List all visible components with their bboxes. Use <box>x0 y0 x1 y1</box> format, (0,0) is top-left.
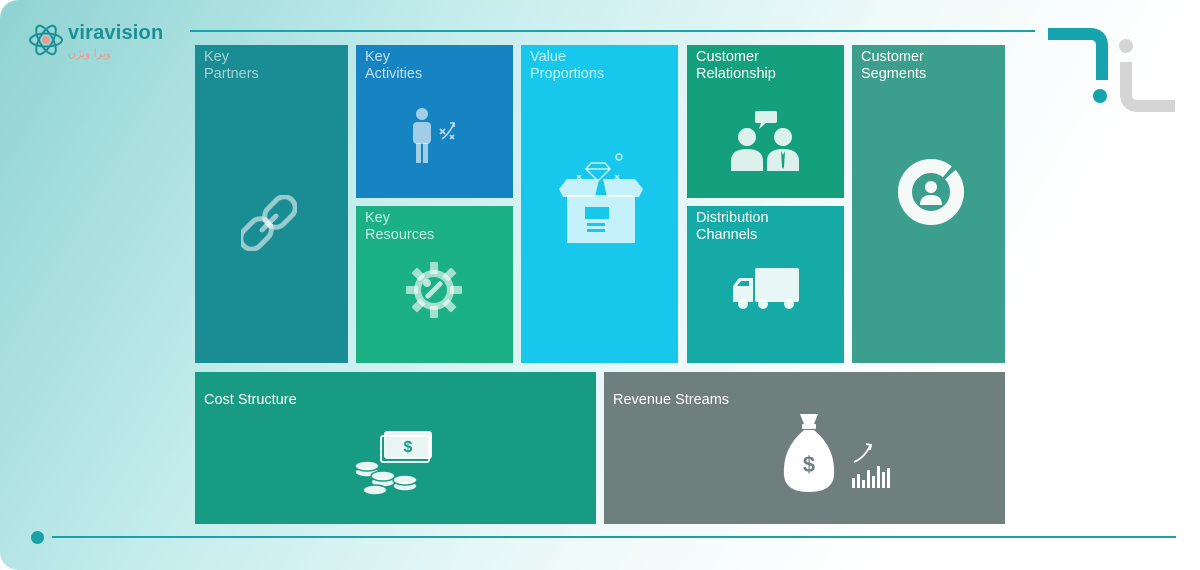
delivery-truck-icon <box>733 268 799 309</box>
box-diamond-icon <box>559 153 643 243</box>
customer-segments-label: Customer Segments <box>861 49 927 82</box>
chain-link-icon <box>241 195 297 251</box>
tile-key-resources: Key Resources <box>356 206 513 363</box>
abstract-corner-logo-icon <box>1048 28 1175 112</box>
distribution-channels-label: Distribution Channels <box>696 210 769 243</box>
brand-name: viravision <box>68 22 164 44</box>
people-chat-icon <box>731 111 799 171</box>
brand-logo: viravision ویرا ویژن <box>28 20 178 64</box>
svg-text:$: $ <box>404 439 413 456</box>
money-bag-growth-icon: $ <box>783 414 890 492</box>
tile-revenue-streams: Revenue Streams $ <box>604 372 1005 524</box>
cost-structure-label: Cost Structure <box>204 392 297 408</box>
key-partners-label: Key Partners <box>204 49 259 82</box>
tile-distribution-channels: Distribution Channels <box>687 206 844 363</box>
atom-logo-icon <box>29 24 63 56</box>
revenue-streams-label: Revenue Streams <box>613 392 730 408</box>
customer-relationship-label: Customer Relationship <box>696 49 776 82</box>
tile-cost-structure: Cost Structure $ <box>195 372 596 524</box>
tile-value-propositions: Value Proportions <box>521 45 678 363</box>
bottom-divider-dot <box>31 531 44 544</box>
bottom-divider-line <box>52 536 1176 538</box>
svg-text:$: $ <box>803 452 815 477</box>
brand-subtitle: ویرا ویژن <box>68 48 112 60</box>
donut-segment-person-icon <box>898 159 964 225</box>
tile-key-activities: Key Activities <box>356 45 513 198</box>
top-divider-line <box>190 30 1035 32</box>
value-propositions-label: Value Proportions <box>530 49 605 82</box>
gear-wrench-icon <box>406 262 462 318</box>
key-resources-label: Key Resources <box>365 210 435 243</box>
money-coins-icon: $ <box>354 431 432 496</box>
tile-key-partners: Key Partners <box>195 45 348 363</box>
key-activities-label: Key Activities <box>365 49 423 82</box>
person-strategy-icon <box>413 108 455 163</box>
tile-customer-segments: Customer Segments <box>852 45 1005 363</box>
tile-customer-relationship: Customer Relationship <box>687 45 844 198</box>
